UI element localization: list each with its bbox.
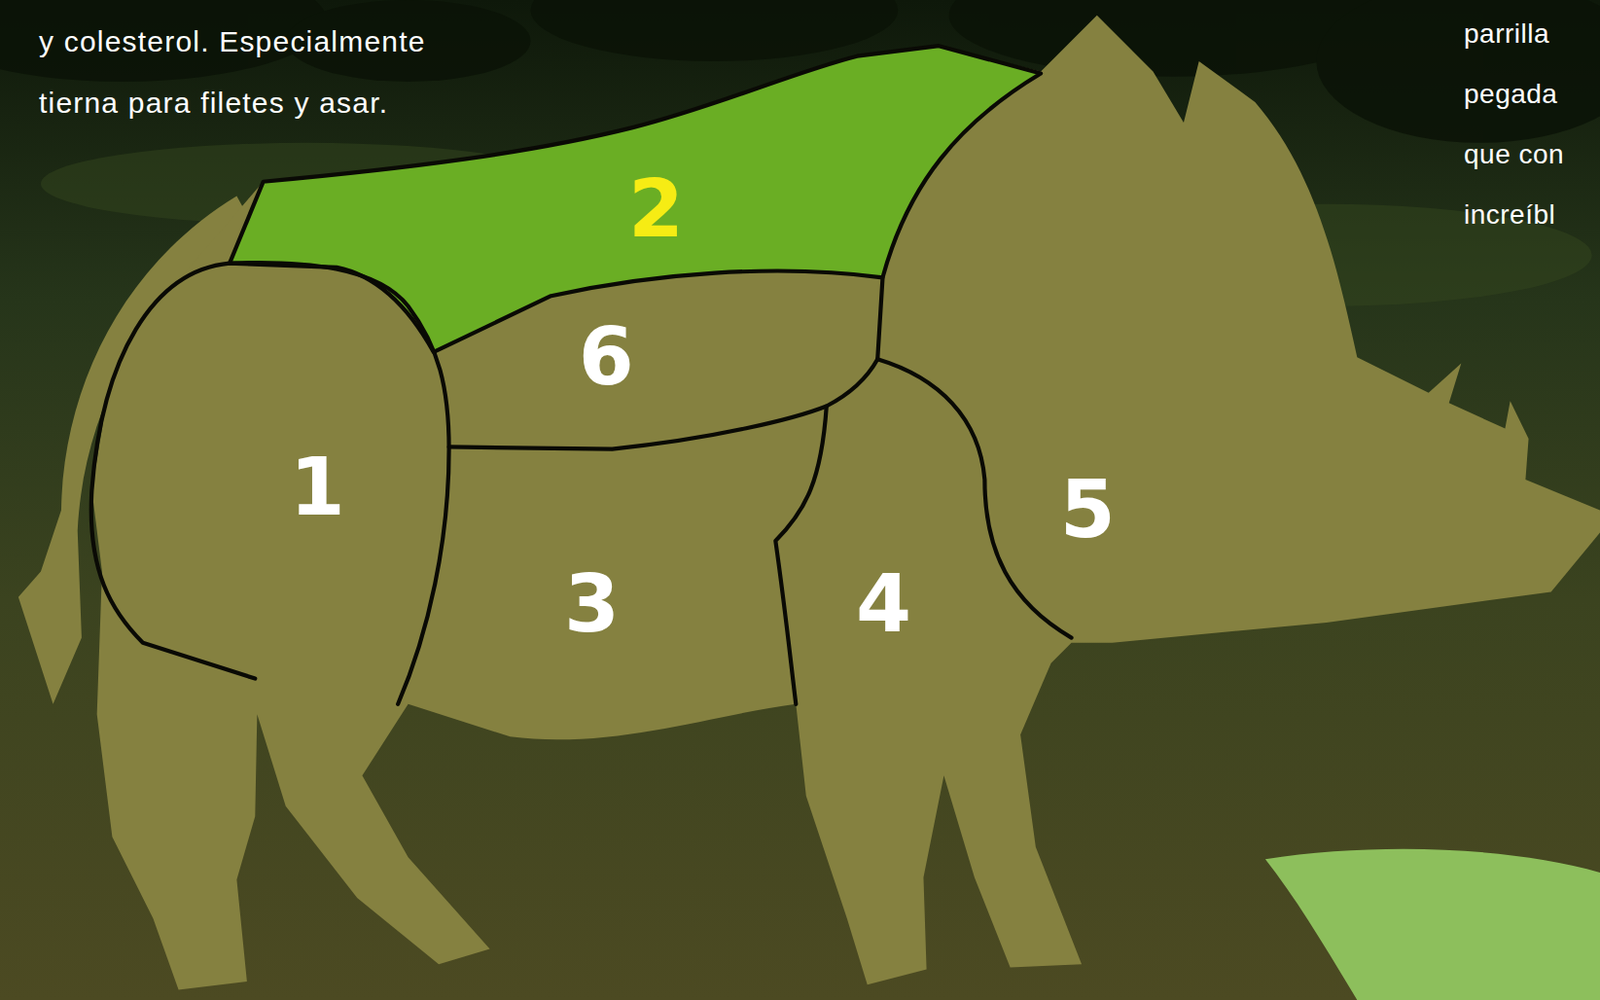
boar-body	[91, 15, 1600, 991]
cut-region: 1	[284, 445, 352, 530]
description-text: y colesterol. Especialmente tierna para …	[38, 10, 506, 134]
cut-lines	[91, 262, 1072, 705]
cut-region: 6	[572, 315, 640, 399]
callout-number: 6	[578, 317, 635, 397]
cut-region: 4	[850, 562, 918, 646]
cut-region: 3	[558, 562, 626, 646]
callout-number: 2	[628, 169, 684, 249]
cut-region: 5	[1054, 467, 1122, 552]
cut-region: 2	[622, 167, 690, 251]
callout-number: 3	[564, 564, 620, 644]
callout-number: 5	[1060, 469, 1116, 550]
callout-number: 1	[289, 447, 346, 528]
description-text: parrilla pegada que con increíbl	[1463, 3, 1596, 246]
callout-number: 4	[855, 564, 912, 644]
leaf-shape	[1265, 849, 1600, 1000]
